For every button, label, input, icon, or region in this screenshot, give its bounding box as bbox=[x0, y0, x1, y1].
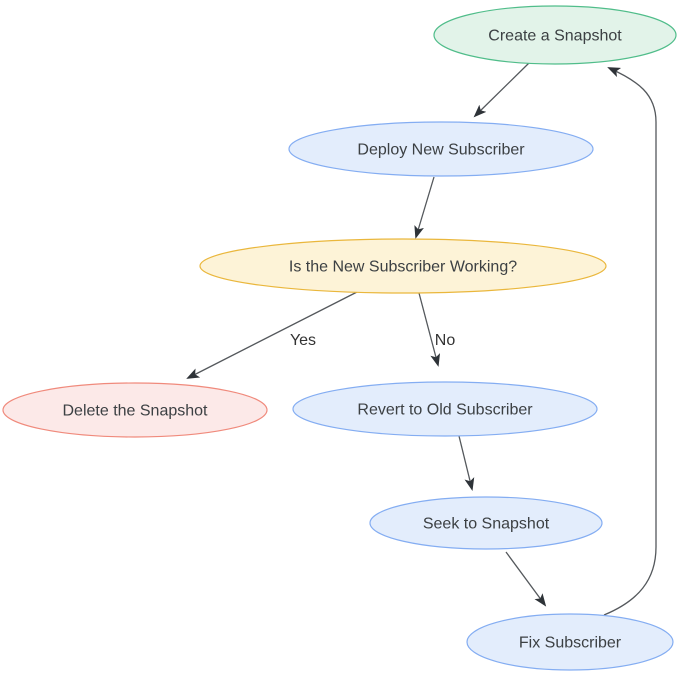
node-label-delete-snapshot: Delete the Snapshot bbox=[63, 403, 209, 420]
node-seek-to-snapshot: Seek to Snapshot bbox=[369, 496, 603, 550]
node-shape-is-subscriber-working bbox=[199, 238, 607, 294]
edge-deploy-new-subscriber-to-is-subscriber-working bbox=[414, 176, 435, 239]
node-revert-old-subscriber: Revert to Old Subscriber bbox=[292, 381, 598, 437]
node-label-deploy-new-subscriber: Deploy New Subscriber bbox=[357, 142, 525, 159]
node-shape-fix-subscriber bbox=[466, 613, 674, 671]
node-create-snapshot: Create a Snapshot bbox=[433, 5, 677, 65]
node-fix-subscriber: Fix Subscriber bbox=[466, 613, 674, 671]
edge-revert-old-subscriber-to-seek-to-snapshot bbox=[458, 435, 475, 491]
node-label-create-snapshot: Create a Snapshot bbox=[488, 28, 622, 45]
node-shape-delete-snapshot bbox=[2, 382, 268, 438]
node-is-subscriber-working: Is the New Subscriber Working? bbox=[199, 238, 607, 294]
edge-create-snapshot-to-deploy-new-subscriber bbox=[473, 61, 531, 118]
edge-is-subscriber-working-to-revert-old-subscriber bbox=[418, 292, 441, 367]
node-shape-deploy-new-subscriber bbox=[288, 121, 594, 177]
node-label-fix-subscriber: Fix Subscriber bbox=[519, 635, 622, 652]
node-label-revert-old-subscriber: Revert to Old Subscriber bbox=[357, 402, 533, 419]
edge-label-yes: Yes bbox=[290, 332, 316, 349]
node-shape-create-snapshot bbox=[433, 5, 677, 65]
edge-labels-layer: Yes No bbox=[290, 332, 455, 349]
edge-fix-subscriber-to-create-snapshot bbox=[603, 67, 657, 616]
node-label-is-subscriber-working: Is the New Subscriber Working? bbox=[289, 259, 517, 276]
edge-seek-to-snapshot-to-fix-subscriber bbox=[505, 551, 547, 607]
node-shape-seek-to-snapshot bbox=[369, 496, 603, 550]
edges-layer bbox=[186, 61, 657, 616]
edge-label-no: No bbox=[435, 332, 456, 349]
edge-is-subscriber-working-to-delete-snapshot bbox=[186, 291, 358, 379]
node-deploy-new-subscriber: Deploy New Subscriber bbox=[288, 121, 594, 177]
node-delete-snapshot: Delete the Snapshot bbox=[2, 382, 268, 438]
node-label-seek-to-snapshot: Seek to Snapshot bbox=[423, 516, 550, 533]
node-shape-revert-old-subscriber bbox=[292, 381, 598, 437]
